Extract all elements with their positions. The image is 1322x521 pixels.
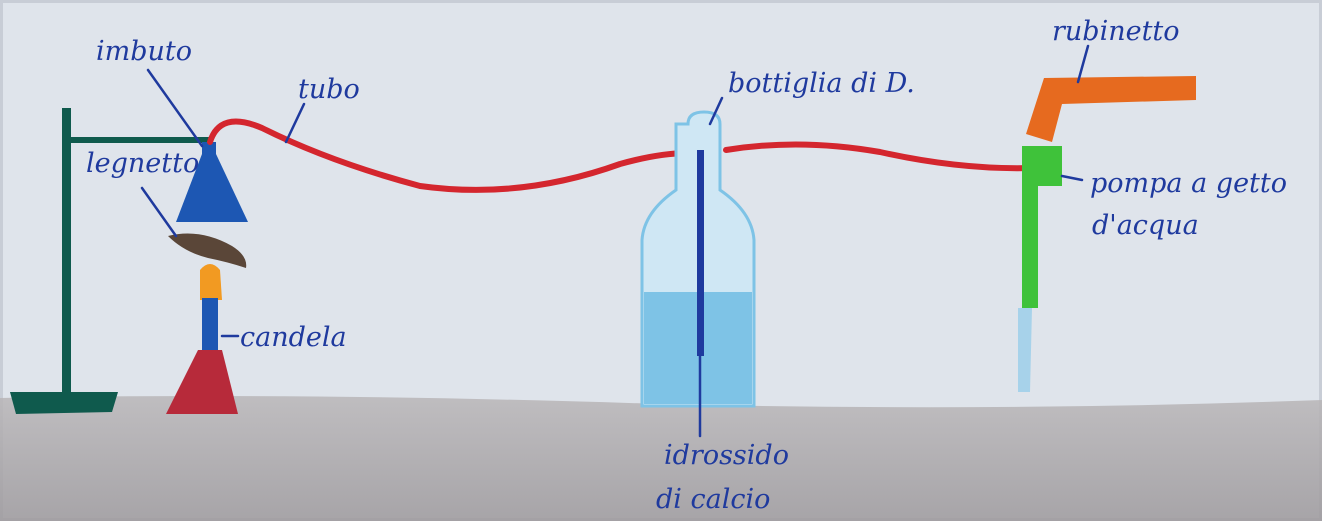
label-pompa-line2: d'acqua — [1092, 210, 1199, 241]
pump-connector — [1022, 146, 1062, 186]
candle-body — [202, 298, 218, 354]
bottle-inner-tube — [697, 150, 704, 356]
label-rubinetto: rubinetto — [1052, 16, 1180, 47]
label-candela: candela — [240, 322, 347, 353]
label-idrossido-line1: idrossido — [664, 440, 789, 471]
label-idrossido-line2: di calcio — [656, 484, 770, 515]
label-tubo: tubo — [298, 74, 360, 105]
label-pompa-line1: pompa a getto — [1090, 168, 1287, 199]
label-legnetto: legnetto — [86, 148, 199, 179]
pump-pipe — [1022, 184, 1038, 308]
stand-arm — [62, 137, 210, 143]
water-stream — [1018, 308, 1032, 392]
stand-rod — [62, 108, 71, 396]
label-imbuto: imbuto — [96, 36, 192, 67]
candle-flame — [200, 264, 222, 300]
label-bottiglia: bottiglia di D. — [728, 68, 915, 99]
